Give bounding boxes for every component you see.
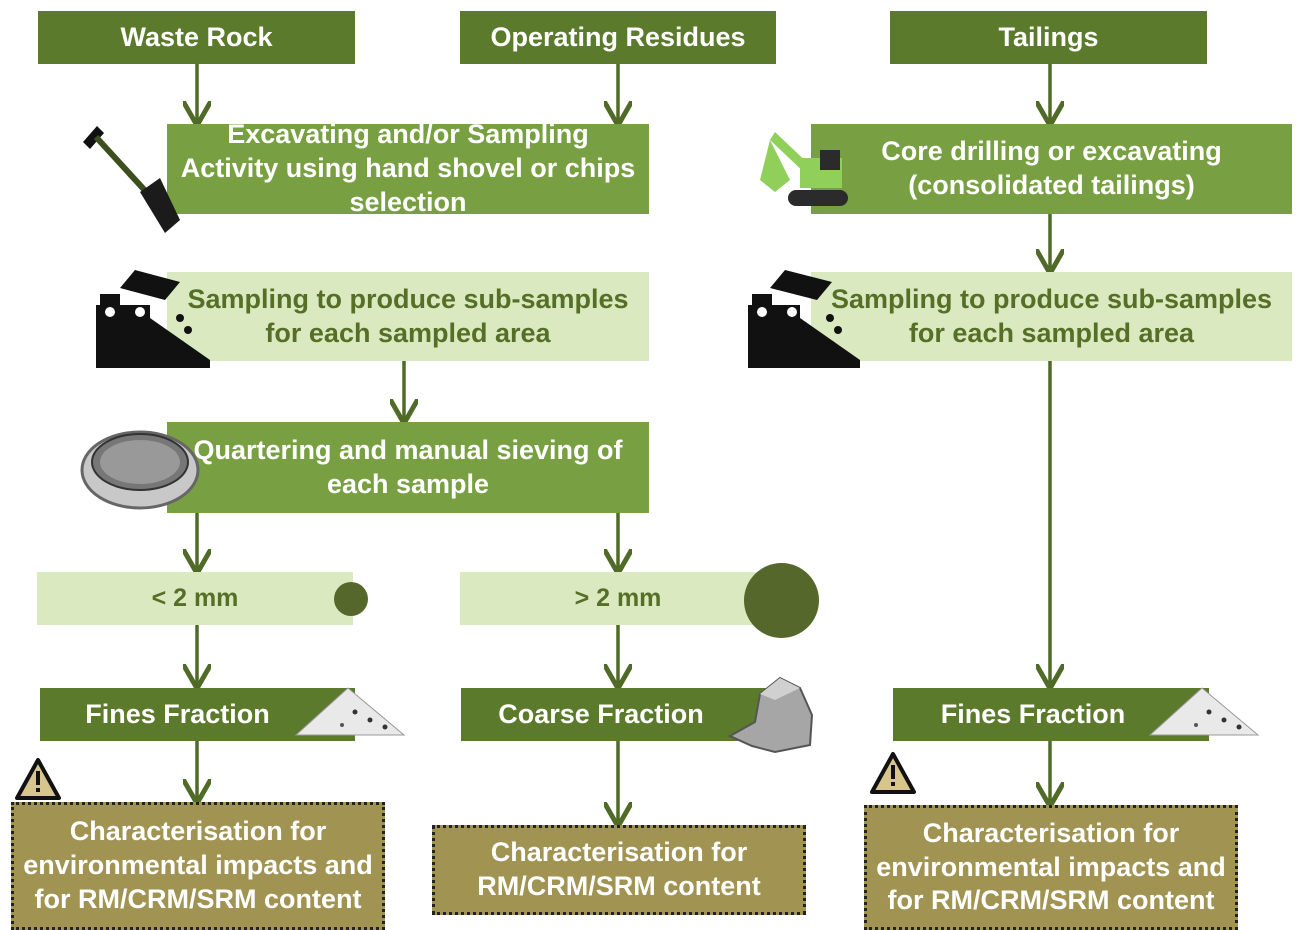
quartering-box: Quartering and manual sieving of each sa… bbox=[167, 422, 649, 513]
right-characterisation-box: Characterisation for environmental impac… bbox=[864, 805, 1238, 930]
coarse-size-box: > 2 mm bbox=[460, 572, 776, 625]
dump-truck-icon bbox=[748, 270, 860, 368]
rock-icon bbox=[727, 676, 814, 754]
shovel-icon bbox=[83, 126, 180, 233]
left-sampling-box: Sampling to produce sub-samples for each… bbox=[167, 272, 649, 361]
middle-characterisation-box: Characterisation for RM/CRM/SRM content bbox=[432, 825, 806, 915]
fine-size-box: < 2 mm bbox=[37, 572, 353, 625]
waste-rock-header: Waste Rock bbox=[38, 11, 355, 64]
coarse-fraction-box: Coarse Fraction bbox=[461, 688, 777, 741]
fines-pile-icon bbox=[1148, 687, 1260, 736]
fines-pile-icon bbox=[294, 687, 406, 736]
large-particle-icon bbox=[744, 563, 819, 638]
excavating-box: Excavating and/or Sampling Activity usin… bbox=[167, 119, 649, 217]
core-drilling-box: Core drilling or excavating (consolidate… bbox=[811, 124, 1292, 214]
sieve-icon bbox=[80, 430, 200, 510]
operating-residues-header: Operating Residues bbox=[460, 11, 776, 64]
small-particle-icon bbox=[334, 582, 368, 616]
warning-icon bbox=[15, 758, 61, 800]
right-fines-fraction-box: Fines Fraction bbox=[893, 688, 1209, 741]
left-characterisation-box: Characterisation for environmental impac… bbox=[11, 802, 385, 930]
warning-icon bbox=[870, 752, 916, 794]
right-sampling-box: Sampling to produce sub-samples for each… bbox=[811, 272, 1292, 361]
excavator-icon bbox=[760, 132, 848, 206]
dump-truck-icon bbox=[96, 270, 210, 368]
tailings-header: Tailings bbox=[890, 11, 1207, 64]
